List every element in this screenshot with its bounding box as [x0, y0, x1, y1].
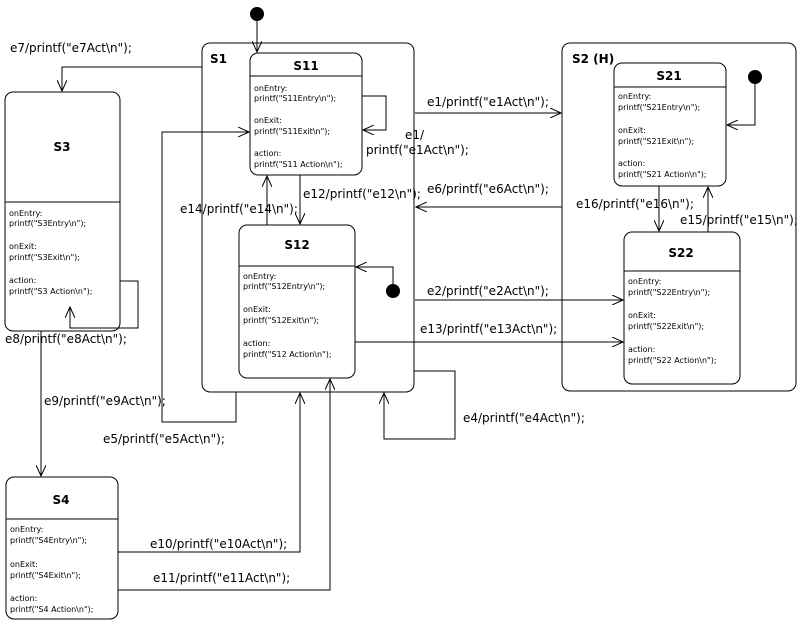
s4-entry-code: printf("S4Entry\n"); [10, 536, 87, 545]
s3-exit-code: printf("S3Exit\n"); [9, 253, 80, 262]
transition-e16-label: e16/printf("e16\n"); [576, 197, 694, 211]
s11-entry-code: printf("S11Entry\n"); [254, 94, 336, 103]
state-s22[interactable]: S22 onEntry: printf("S22Entry\n"); onExi… [623, 231, 741, 385]
transition-e11-label: e11/printf("e11Act\n"); [153, 571, 290, 585]
s4-entry-label: onEntry: [10, 525, 43, 534]
s21-action-label: action: [618, 159, 645, 168]
state-s4[interactable]: S4 onEntry: printf("S4Entry\n"); onExit:… [5, 476, 119, 620]
s12-exit-label: onExit: [243, 305, 271, 314]
transition-e10-label: e10/printf("e10Act\n"); [150, 537, 287, 551]
s21-action-code: printf("S21 Action\n"); [618, 170, 707, 179]
s11-entry-label: onEntry: [254, 84, 287, 93]
s4-exit-label: onExit: [10, 560, 38, 569]
initial-top [250, 7, 264, 52]
state-s2-title: S2 (H) [572, 52, 614, 66]
s21-exit-label: onExit: [618, 126, 646, 135]
state-s4-title: S4 [53, 493, 70, 507]
transition-e5-label: e5/printf("e5Act\n"); [103, 432, 225, 446]
s3-exit-label: onExit: [9, 242, 37, 251]
state-s21-title: S21 [656, 69, 681, 83]
transition-e13-label: e13/printf("e13Act\n"); [420, 322, 557, 336]
transition-e4-line [384, 370, 456, 440]
transition-e1-self-label-b: printf("e1Act\n"); [366, 143, 469, 157]
transition-e1-self-line [362, 95, 387, 130]
transition-e7-line [62, 66, 202, 91]
s22-exit-code: printf("S22Exit\n"); [628, 322, 704, 331]
state-s12[interactable]: S12 onEntry: printf("S12Entry\n"); onExi… [238, 224, 356, 379]
transition-e5-line [161, 132, 249, 423]
s11-exit-label: onExit: [254, 116, 282, 125]
initial-s12 [356, 267, 400, 298]
transition-e8-label: e8/printf("e8Act\n"); [5, 332, 127, 346]
s3-action-label: action: [9, 276, 36, 285]
transition-e7-label: e7/printf("e7Act\n"); [10, 41, 132, 55]
transition-e9-label: e9/printf("e9Act\n"); [44, 394, 166, 408]
s12-entry-label: onEntry: [243, 272, 276, 281]
s22-exit-label: onExit: [628, 311, 656, 320]
s12-action-code: printf("S12 Action\n"); [243, 350, 332, 359]
s22-action-code: printf("S22 Action\n"); [628, 356, 717, 365]
s4-exit-code: printf("S4Exit\n"); [10, 571, 81, 580]
s21-entry-code: printf("S21Entry\n"); [618, 103, 700, 112]
s12-action-label: action: [243, 339, 270, 348]
state-s3[interactable]: S3 onEntry: printf("S3Entry\n"); onExit:… [4, 91, 121, 332]
s22-action-label: action: [628, 345, 655, 354]
transition-e15-label: e15/printf("e15\n"); [680, 213, 798, 227]
s11-action-code: printf("S11 Action\n"); [254, 160, 343, 169]
state-s11-title: S11 [293, 59, 318, 73]
initial-s21 [727, 70, 762, 125]
s3-action-code: printf("S3 Action\n"); [9, 287, 92, 296]
s12-exit-code: printf("S12Exit\n"); [243, 316, 319, 325]
transition-e11-line [118, 379, 330, 591]
s21-exit-code: printf("S21Exit\n"); [618, 137, 694, 146]
state-s1-title: S1 [210, 52, 227, 66]
state-s3-title: S3 [54, 140, 71, 154]
transition-e4-label: e4/printf("e4Act\n"); [463, 411, 585, 425]
transition-e12-label: e12/printf("e12\n"); [303, 187, 421, 201]
s11-action-label: action: [254, 149, 281, 158]
s11-exit-code: printf("S11Exit\n"); [254, 127, 330, 136]
s4-action-code: printf("S4 Action\n"); [10, 605, 93, 614]
s21-entry-label: onEntry: [618, 92, 651, 101]
transition-e6-label: e6/printf("e6Act\n"); [427, 182, 549, 196]
transition-e14-label: e14/printf("e14\n"); [180, 202, 298, 216]
transition-e1-self-label-a: e1/ [405, 128, 425, 142]
s22-entry-label: onEntry: [628, 277, 661, 286]
s3-entry-label: onEntry: [9, 209, 42, 218]
s3-entry-code: printf("S3Entry\n"); [9, 219, 86, 228]
transition-e10-line [118, 393, 300, 553]
state-s22-title: S22 [668, 246, 693, 260]
transition-e1-label: e1/printf("e1Act\n"); [427, 95, 549, 109]
state-s11[interactable]: S11 onEntry: printf("S11Entry\n"); onExi… [249, 52, 363, 176]
transition-e8-line [70, 280, 139, 329]
state-s21[interactable]: S21 onEntry: printf("S21Entry\n"); onExi… [613, 62, 727, 187]
s22-entry-code: printf("S22Entry\n"); [628, 288, 710, 297]
s12-entry-code: printf("S12Entry\n"); [243, 282, 325, 291]
transition-e2-label: e2/printf("e2Act\n"); [427, 284, 549, 298]
s4-action-label: action: [10, 594, 37, 603]
state-s12-title: S12 [284, 238, 309, 252]
